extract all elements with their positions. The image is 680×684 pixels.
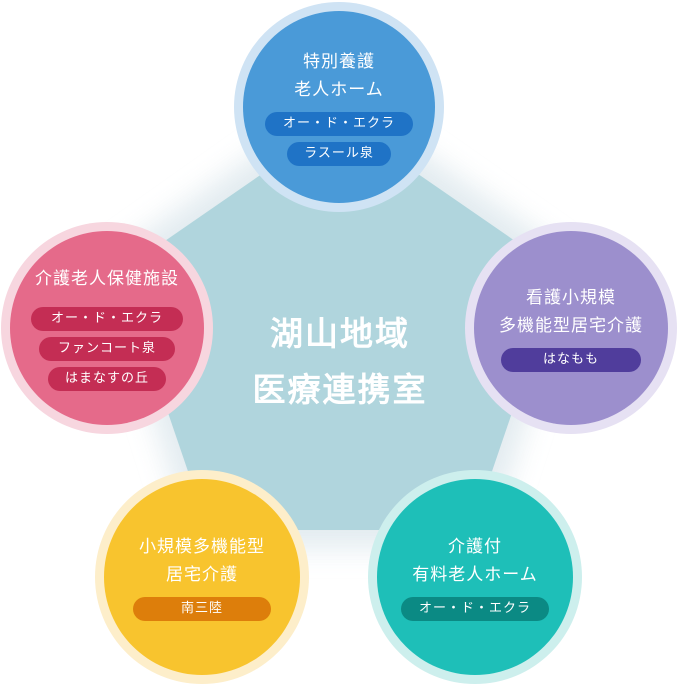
node-title-line1: 介護老人保健施設 xyxy=(35,269,179,289)
node-title-line1: 特別養護 xyxy=(303,52,375,72)
facility-list: オー・ド・エクラ xyxy=(401,597,549,621)
node-title-line2: 多機能型居宅介護 xyxy=(499,316,643,336)
center-title: 湖山地域 医療連携室 xyxy=(190,306,490,418)
pentagon-shape xyxy=(120,120,560,530)
node-title-line2: 居宅介護 xyxy=(166,565,238,585)
facility-list: オー・ド・エクラ ラスール泉 xyxy=(265,112,413,166)
facility-pill: オー・ド・エクラ xyxy=(31,307,183,331)
facility-pill: ファンコート泉 xyxy=(39,337,175,361)
node-title-line1: 看護小規模 xyxy=(526,288,616,308)
facility-pill: オー・ド・エクラ xyxy=(401,597,549,621)
node-title-line2: 老人ホーム xyxy=(294,80,384,100)
facility-pill: オー・ド・エクラ xyxy=(265,112,413,136)
node-nursing-small-multi: 看護小規模 多機能型居宅介護 はなもも xyxy=(474,231,668,425)
node-special-nursing-home: 特別養護 老人ホーム オー・ド・エクラ ラスール泉 xyxy=(243,11,435,203)
node-title-line1: 介護付 xyxy=(448,537,502,557)
facility-list: 南三陸 xyxy=(133,597,271,621)
facility-pill: 南三陸 xyxy=(133,597,271,621)
node-paid-nursing-home: 介護付 有料老人ホーム オー・ド・エクラ xyxy=(377,479,573,675)
facility-pill: はなもも xyxy=(501,348,641,372)
node-title-line1: 小規模多機能型 xyxy=(139,537,265,557)
node-health-facility: 介護老人保健施設 オー・ド・エクラ ファンコート泉 はまなすの丘 xyxy=(10,231,204,425)
center-title-line2: 医療連携室 xyxy=(252,370,428,409)
center-title-line1: 湖山地域 xyxy=(270,314,410,353)
facility-pill: ラスール泉 xyxy=(287,142,391,166)
facility-list: オー・ド・エクラ ファンコート泉 はまなすの丘 xyxy=(31,307,183,391)
facility-pill: はまなすの丘 xyxy=(48,367,166,391)
node-title-line2: 有料老人ホーム xyxy=(412,565,538,585)
facility-list: はなもも xyxy=(501,348,641,372)
node-small-multi-home-care: 小規模多機能型 居宅介護 南三陸 xyxy=(104,479,300,675)
